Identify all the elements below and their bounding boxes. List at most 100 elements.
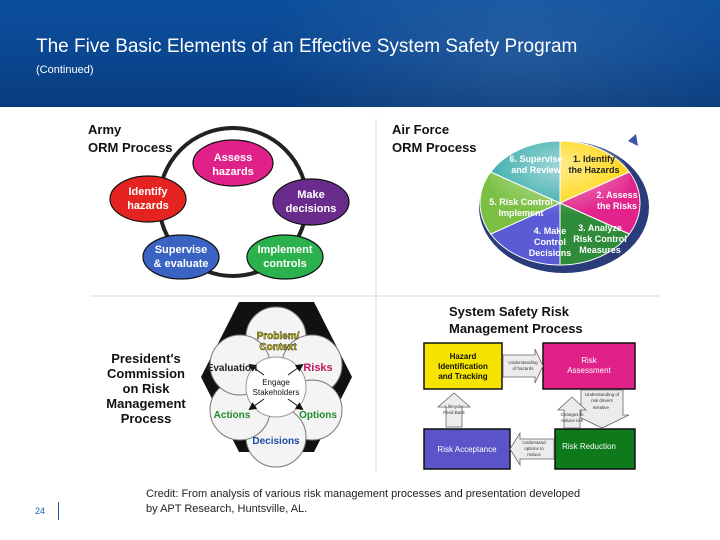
airforce-title-line2: ORM Process (392, 140, 477, 155)
airforce-label: Measures (579, 245, 621, 255)
army-step-bubble (192, 139, 274, 187)
army-step-label: hazards (212, 166, 254, 178)
presidents-commission-diagram: President's Commission on Risk Managemen… (106, 302, 352, 468)
ssrm-connector-text: Iterative (593, 405, 610, 410)
page-subtitle: (Continued) (36, 64, 94, 76)
army-step-label: Supervise (155, 244, 208, 256)
page-title: The Five Basic Elements of an Effective … (36, 36, 578, 57)
ssrm-box-label: and Tracking (438, 372, 487, 381)
ssrm-connector-text: Understanding (508, 360, 538, 365)
ssrm-connector-text: reduce risk (561, 418, 584, 423)
airforce-label: Implement (498, 208, 543, 218)
presidents-arrow (248, 398, 265, 411)
presidents-arrow (287, 398, 304, 411)
army-step-make: Make decisions (272, 178, 350, 226)
presidents-label-line: President's (111, 351, 181, 366)
ssrm-box-label: Risk Acceptance (437, 445, 497, 454)
army-step-supervise: Supervise & evaluate (142, 234, 220, 280)
presidents-node-label: Context (259, 342, 297, 353)
army-step-label: hazards (127, 200, 169, 212)
army-step-label: Make (297, 189, 325, 201)
airforce-label: Control (534, 237, 566, 247)
header-sheen (260, 0, 720, 107)
presidents-node-label: Actions (214, 410, 251, 421)
airforce-label: and Review (511, 165, 562, 175)
ssrm-connector-text: Understand (522, 440, 546, 445)
ssrm-connector-text: Understanding of (585, 392, 620, 397)
army-step-identify: Identify hazards (109, 175, 187, 223)
ssrm-box-reduction (554, 428, 636, 470)
ssrm-box-label: Risk Reduction (562, 442, 616, 451)
airforce-label: 6. Supervise (509, 154, 562, 164)
presidents-center-text: Stakeholders (253, 388, 300, 397)
airforce-orm-diagram: Air Force ORM Process 1. Identify the Ha… (392, 122, 649, 273)
army-orm-diagram: Army ORM Process Assess hazards Make dec… (88, 122, 350, 280)
army-step-implement: Implement controls (246, 234, 324, 280)
army-step-label: & evaluate (153, 258, 208, 270)
airforce-label: the Hazards (568, 165, 619, 175)
composite-figure: Army ORM Process Assess hazards Make dec… (88, 119, 660, 472)
army-title-line2: ORM Process (88, 140, 173, 155)
ssrm-connector-text: options to (524, 446, 544, 451)
presidents-node-label: Problem/ (257, 331, 300, 342)
header-banner: The Five Basic Elements of an Effective … (0, 0, 720, 107)
page-number-divider (58, 502, 59, 520)
ssrm-connector-changes (556, 396, 588, 429)
credit-text: Credit: From analysis of various risk ma… (146, 488, 581, 515)
presidents-node-label: Options (299, 410, 337, 421)
system-safety-diagram: System Safety Risk Management Process Ha… (423, 304, 636, 470)
airforce-label: the Risks (597, 201, 637, 211)
army-step-assess: Assess hazards (192, 139, 274, 187)
airforce-label: Decisions (529, 248, 572, 258)
presidents-label-line: Process (121, 411, 172, 426)
airforce-pie-slice (559, 202, 631, 266)
ssrm-connector-bottom (509, 431, 555, 467)
army-step-bubble (246, 234, 324, 280)
airforce-label: 2. Assess (596, 190, 637, 200)
presidents-node-label: Decisions (252, 436, 300, 447)
ssrm-connector-text: of hazards (512, 366, 534, 371)
army-step-bubble (142, 234, 220, 280)
airforce-label: 3. Analyze (578, 223, 622, 233)
presidents-label-line: Management (106, 396, 186, 411)
ssrm-box-label: Risk (581, 356, 598, 365)
army-step-label: Assess (214, 152, 253, 164)
ssrm-box-label: Hazard (450, 352, 477, 361)
airforce-pie-slice (489, 202, 561, 266)
ssrm-connector-text: risk drivers (591, 398, 614, 403)
army-step-label: controls (263, 258, 306, 270)
airforce-label: Risk Control (573, 234, 627, 244)
airforce-arrow-icon (628, 134, 638, 146)
army-step-label: decisions (286, 203, 337, 215)
airforce-label: 5. Risk Control (489, 197, 553, 207)
ssrm-connector-text: Changes to (560, 412, 584, 417)
airforce-label: 1. Identify (573, 154, 615, 164)
presidents-arrow (287, 363, 304, 376)
ssrm-title-line2: Management Process (449, 321, 583, 336)
ssrm-connector-lifecycle (436, 392, 472, 428)
presidents-label-line: on Risk (123, 381, 171, 396)
airforce-disc-gloss (490, 139, 630, 219)
airforce-label: 4. Make (534, 226, 567, 236)
airforce-title-line1: Air Force (392, 122, 449, 137)
ssrm-connector-text: Feed Back (443, 410, 465, 415)
army-step-bubble (109, 175, 187, 223)
army-title-line1: Army (88, 122, 122, 137)
presidents-center-circle (245, 356, 307, 418)
army-step-label: Identify (128, 186, 168, 198)
ssrm-connector-top (502, 348, 544, 384)
page-number: 24 (35, 506, 46, 516)
ssrm-connector-text: reduce (527, 452, 541, 457)
ssrm-title-line1: System Safety Risk (449, 304, 570, 319)
presidents-arrow (248, 363, 265, 376)
presidents-label-line: Commission (107, 366, 185, 381)
presidents-center-text: Engage (262, 378, 290, 387)
ssrm-connector-text: Lifecycle (445, 404, 463, 409)
army-step-label: Implement (257, 244, 312, 256)
ssrm-box-hazard (423, 342, 503, 390)
army-step-bubble (272, 178, 350, 226)
presidents-node-label: Evaluation (207, 363, 258, 374)
presidents-node-label: Risks (303, 362, 332, 374)
ssrm-box-label: Assessment (567, 366, 611, 375)
ssrm-box-label: Identification (438, 362, 488, 371)
